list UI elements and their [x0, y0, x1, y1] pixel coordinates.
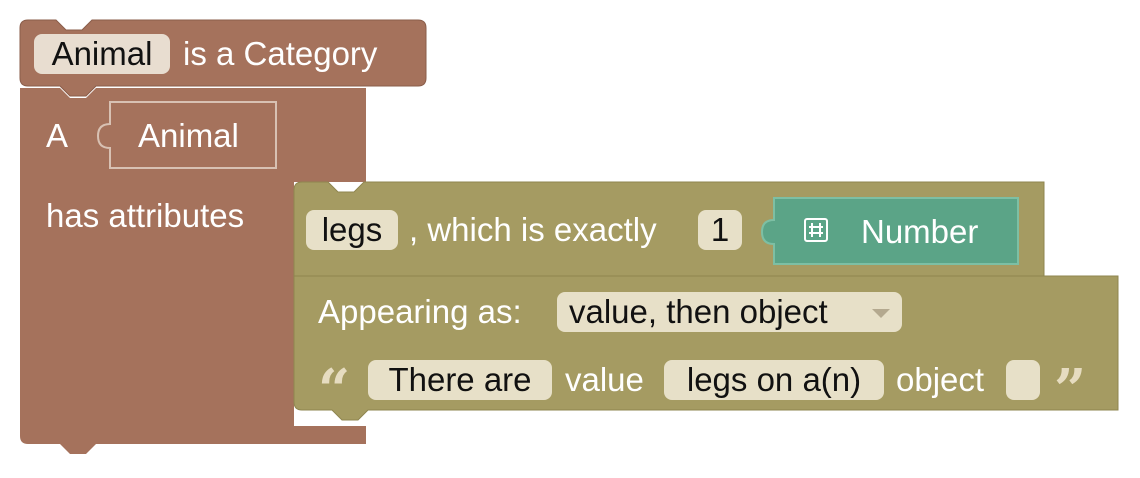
article-label: A — [46, 117, 69, 154]
number-grid-icon — [804, 218, 828, 242]
open-quote-icon: “ — [318, 357, 351, 423]
close-quote-icon: ” — [1054, 357, 1087, 423]
appearing-as-label: Appearing as: — [318, 293, 522, 330]
appearing-as-dropdown[interactable]: value, then object — [557, 292, 902, 332]
category-header-label: is a Category — [183, 35, 378, 72]
template-object-word: object — [896, 361, 985, 398]
category-name-field[interactable]: Animal — [34, 34, 170, 74]
dropdown-caret-icon — [872, 309, 890, 318]
template-middle-field[interactable]: legs on a(n) — [664, 360, 884, 400]
appearing-as-value: value, then object — [569, 293, 828, 330]
has-attributes-label: has attributes — [46, 197, 245, 234]
template-prefix-field[interactable]: There are — [368, 360, 552, 400]
singular-socket-outline — [96, 101, 277, 169]
number-type-block[interactable] — [760, 197, 1019, 265]
singular-name-field[interactable]: Animal — [138, 117, 239, 154]
count-field[interactable]: 1 — [698, 210, 742, 250]
attribute-name-field[interactable]: legs — [306, 210, 398, 250]
template-value-word: value — [565, 361, 644, 398]
number-type-label: Number — [861, 213, 979, 250]
which-is-exactly-label: , which is exactly — [409, 211, 657, 248]
category-body-block[interactable] — [20, 88, 366, 454]
template-suffix-field[interactable] — [1006, 360, 1040, 400]
